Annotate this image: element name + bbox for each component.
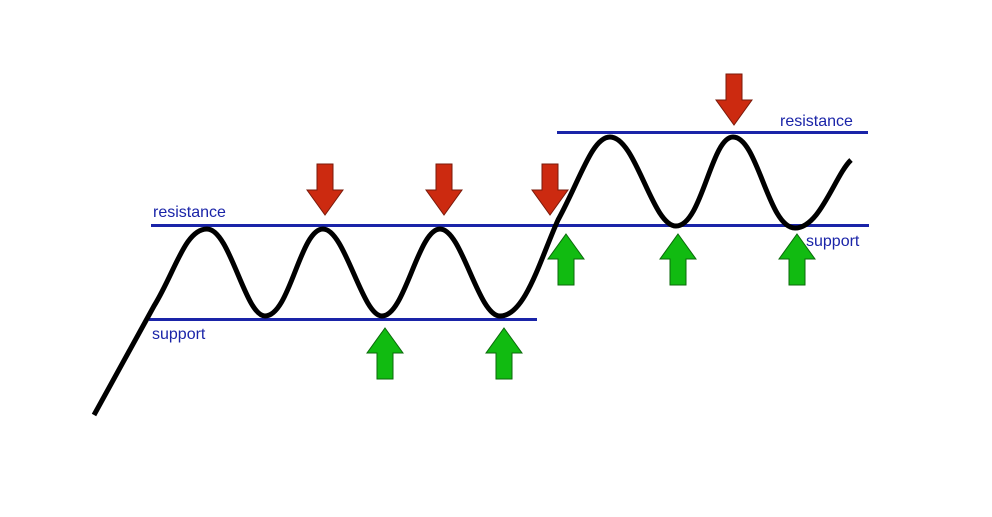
upper-resistance-label: resistance	[780, 113, 853, 130]
price-curve	[91, 134, 853, 417]
up-arrow-icon	[485, 327, 523, 380]
down-arrow-icon	[425, 163, 463, 216]
up-arrow-icon	[778, 233, 816, 286]
up-arrow-icon	[547, 233, 585, 286]
down-arrow-icon	[306, 163, 344, 216]
lower-resistance-label: resistance	[153, 204, 226, 221]
lower-support-label: support	[152, 326, 206, 343]
up-arrow-icon	[366, 327, 404, 380]
upper-support-label: support	[806, 233, 860, 250]
down-arrow-icon	[531, 163, 569, 216]
down-arrow-icon	[715, 73, 753, 126]
up-arrow-icon	[659, 233, 697, 286]
